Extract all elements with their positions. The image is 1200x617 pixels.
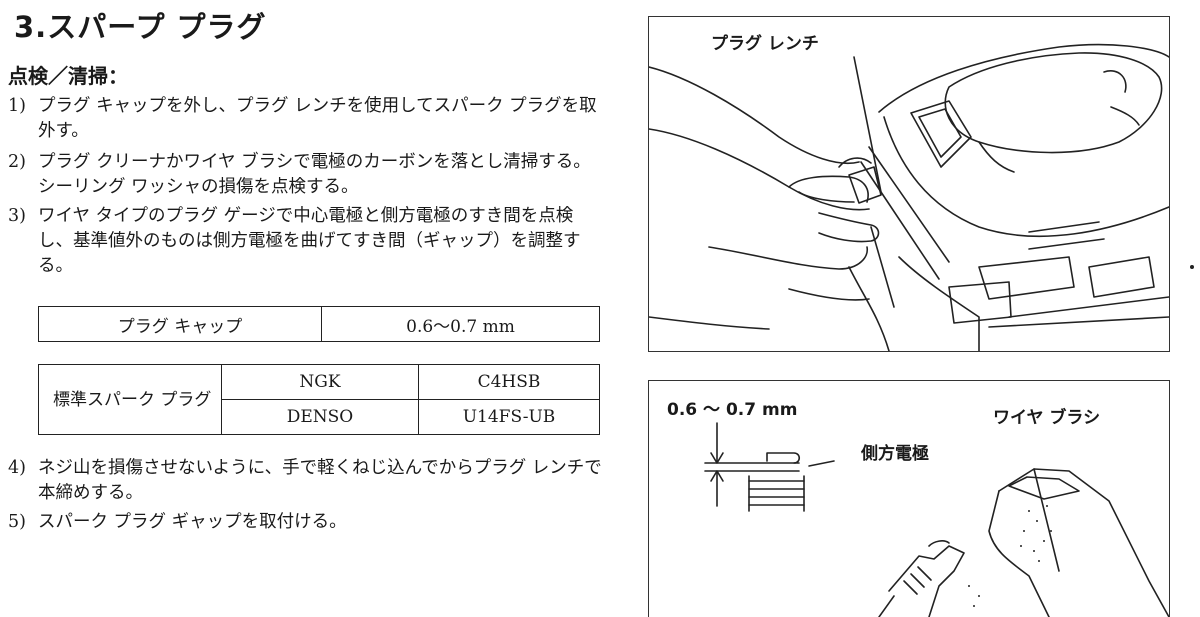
step-number: 3) (8, 206, 26, 226)
side-electrode-label: 側方電極 (861, 444, 929, 464)
instructions-column: 3.スパープ プラグ 点検／清掃： 1) プラグ キャップを外し、プラグ レンチ… (8, 10, 608, 535)
gap-measurement-label: 0.6 ～ 0.7 mm (667, 400, 798, 420)
plug-wrench-figure: プラグ レンチ (648, 16, 1170, 352)
step-number: 1) (8, 96, 26, 116)
gap-spec-label: プラグ キャップ (38, 306, 322, 342)
subsection-title: 点検／清掃： (8, 64, 128, 88)
gap-spec-value: 0.6～0.7 mm (321, 306, 600, 342)
step-number: 4) (8, 458, 26, 478)
plug-maker-cell: DENSO (221, 399, 419, 435)
plug-model-cell: C4HSB (418, 364, 600, 400)
plug-brush-illustration (704, 422, 1169, 617)
step-number: 2) (8, 152, 26, 172)
step-number: 5) (8, 512, 26, 532)
plug-maker-cell: NGK (221, 364, 419, 400)
wire-brush-figure: 0.6 ～ 0.7 mm 側方電極 ワイヤ ブラシ (648, 380, 1170, 617)
step-text: スパーク プラグ ギャップを取付ける。 (38, 512, 347, 532)
plug-model-cell: U14FS-UB (418, 399, 600, 435)
step-item: 1) プラグ キャップを外し、プラグ レンチを使用してスパーク プラグを取外す。 (8, 94, 608, 144)
section-title: 3.スパープ プラグ (14, 10, 267, 44)
engine-illustration (649, 43, 1169, 351)
step-text: ネジ山を損傷させないように、手で軽くねじ込んでからプラグ レンチで本締めする。 (38, 458, 602, 503)
plug-wrench-label: プラグ レンチ (711, 34, 819, 54)
step-item: 5) スパーク プラグ ギャップを取付ける。 (8, 510, 608, 535)
step-text: プラグ クリーナかワイヤ ブラシで電極のカーボンを落とし清掃する。シーリング ワ… (38, 152, 591, 197)
step-item: 4) ネジ山を損傷させないように、手で軽くねじ込んでからプラグ レンチで本締めす… (8, 456, 608, 506)
spark-plug-label: 標準スパーク プラグ (38, 364, 222, 435)
spark-plug-table: 標準スパーク プラグ NGK C4HSB DENSO U14FS-UB (38, 364, 600, 435)
step-item: 2) プラグ クリーナかワイヤ ブラシで電極のカーボンを落とし清掃する。シーリン… (8, 150, 608, 200)
stray-dot (1190, 265, 1194, 269)
gap-spec-table: プラグ キャップ 0.6～0.7 mm (38, 306, 600, 342)
step-item: 3) ワイヤ タイプのプラグ ゲージで中心電極と側方電極のすき間を点検し、基準値… (8, 204, 608, 279)
step-text: プラグ キャップを外し、プラグ レンチを使用してスパーク プラグを取外す。 (38, 96, 597, 141)
step-text: ワイヤ タイプのプラグ ゲージで中心電極と側方電極のすき間を点検し、基準値外のも… (38, 206, 581, 276)
wire-brush-label: ワイヤ ブラシ (993, 408, 1101, 428)
